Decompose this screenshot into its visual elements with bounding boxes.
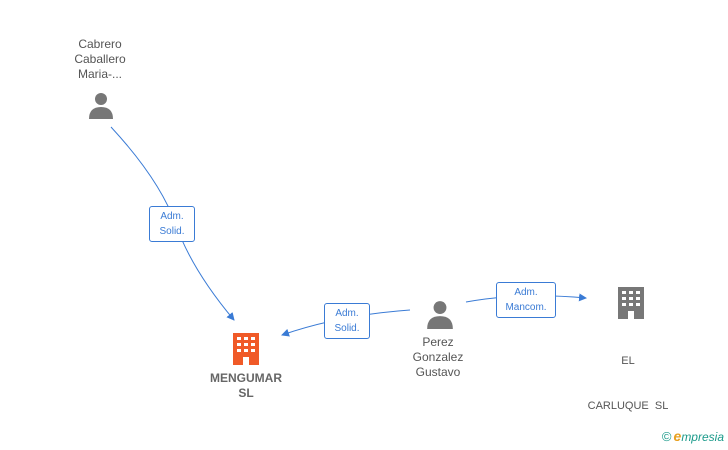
person-icon[interactable] <box>87 91 115 119</box>
edge-label-adm-solid[interactable]: Adm. Solid. <box>149 206 195 242</box>
node-label-cabrero[interactable]: Cabrero Caballero Maria-... <box>74 37 126 81</box>
building-icon[interactable] <box>616 285 646 319</box>
person-icon[interactable] <box>425 299 455 329</box>
building-icon[interactable] <box>231 331 261 365</box>
edge-label-adm-solid[interactable]: Adm. Solid. <box>324 303 370 339</box>
node-label-mengumar[interactable]: MENGUMAR SL <box>210 371 282 400</box>
edge-label-adm-mancom[interactable]: Adm. Mancom. <box>496 282 556 318</box>
node-label-carluque[interactable]: EL CARLUQUE SL <box>587 355 669 412</box>
node-label-perez[interactable]: Perez Gonzalez Gustavo <box>412 335 464 379</box>
empresia-logo: ©empresia <box>661 428 724 444</box>
